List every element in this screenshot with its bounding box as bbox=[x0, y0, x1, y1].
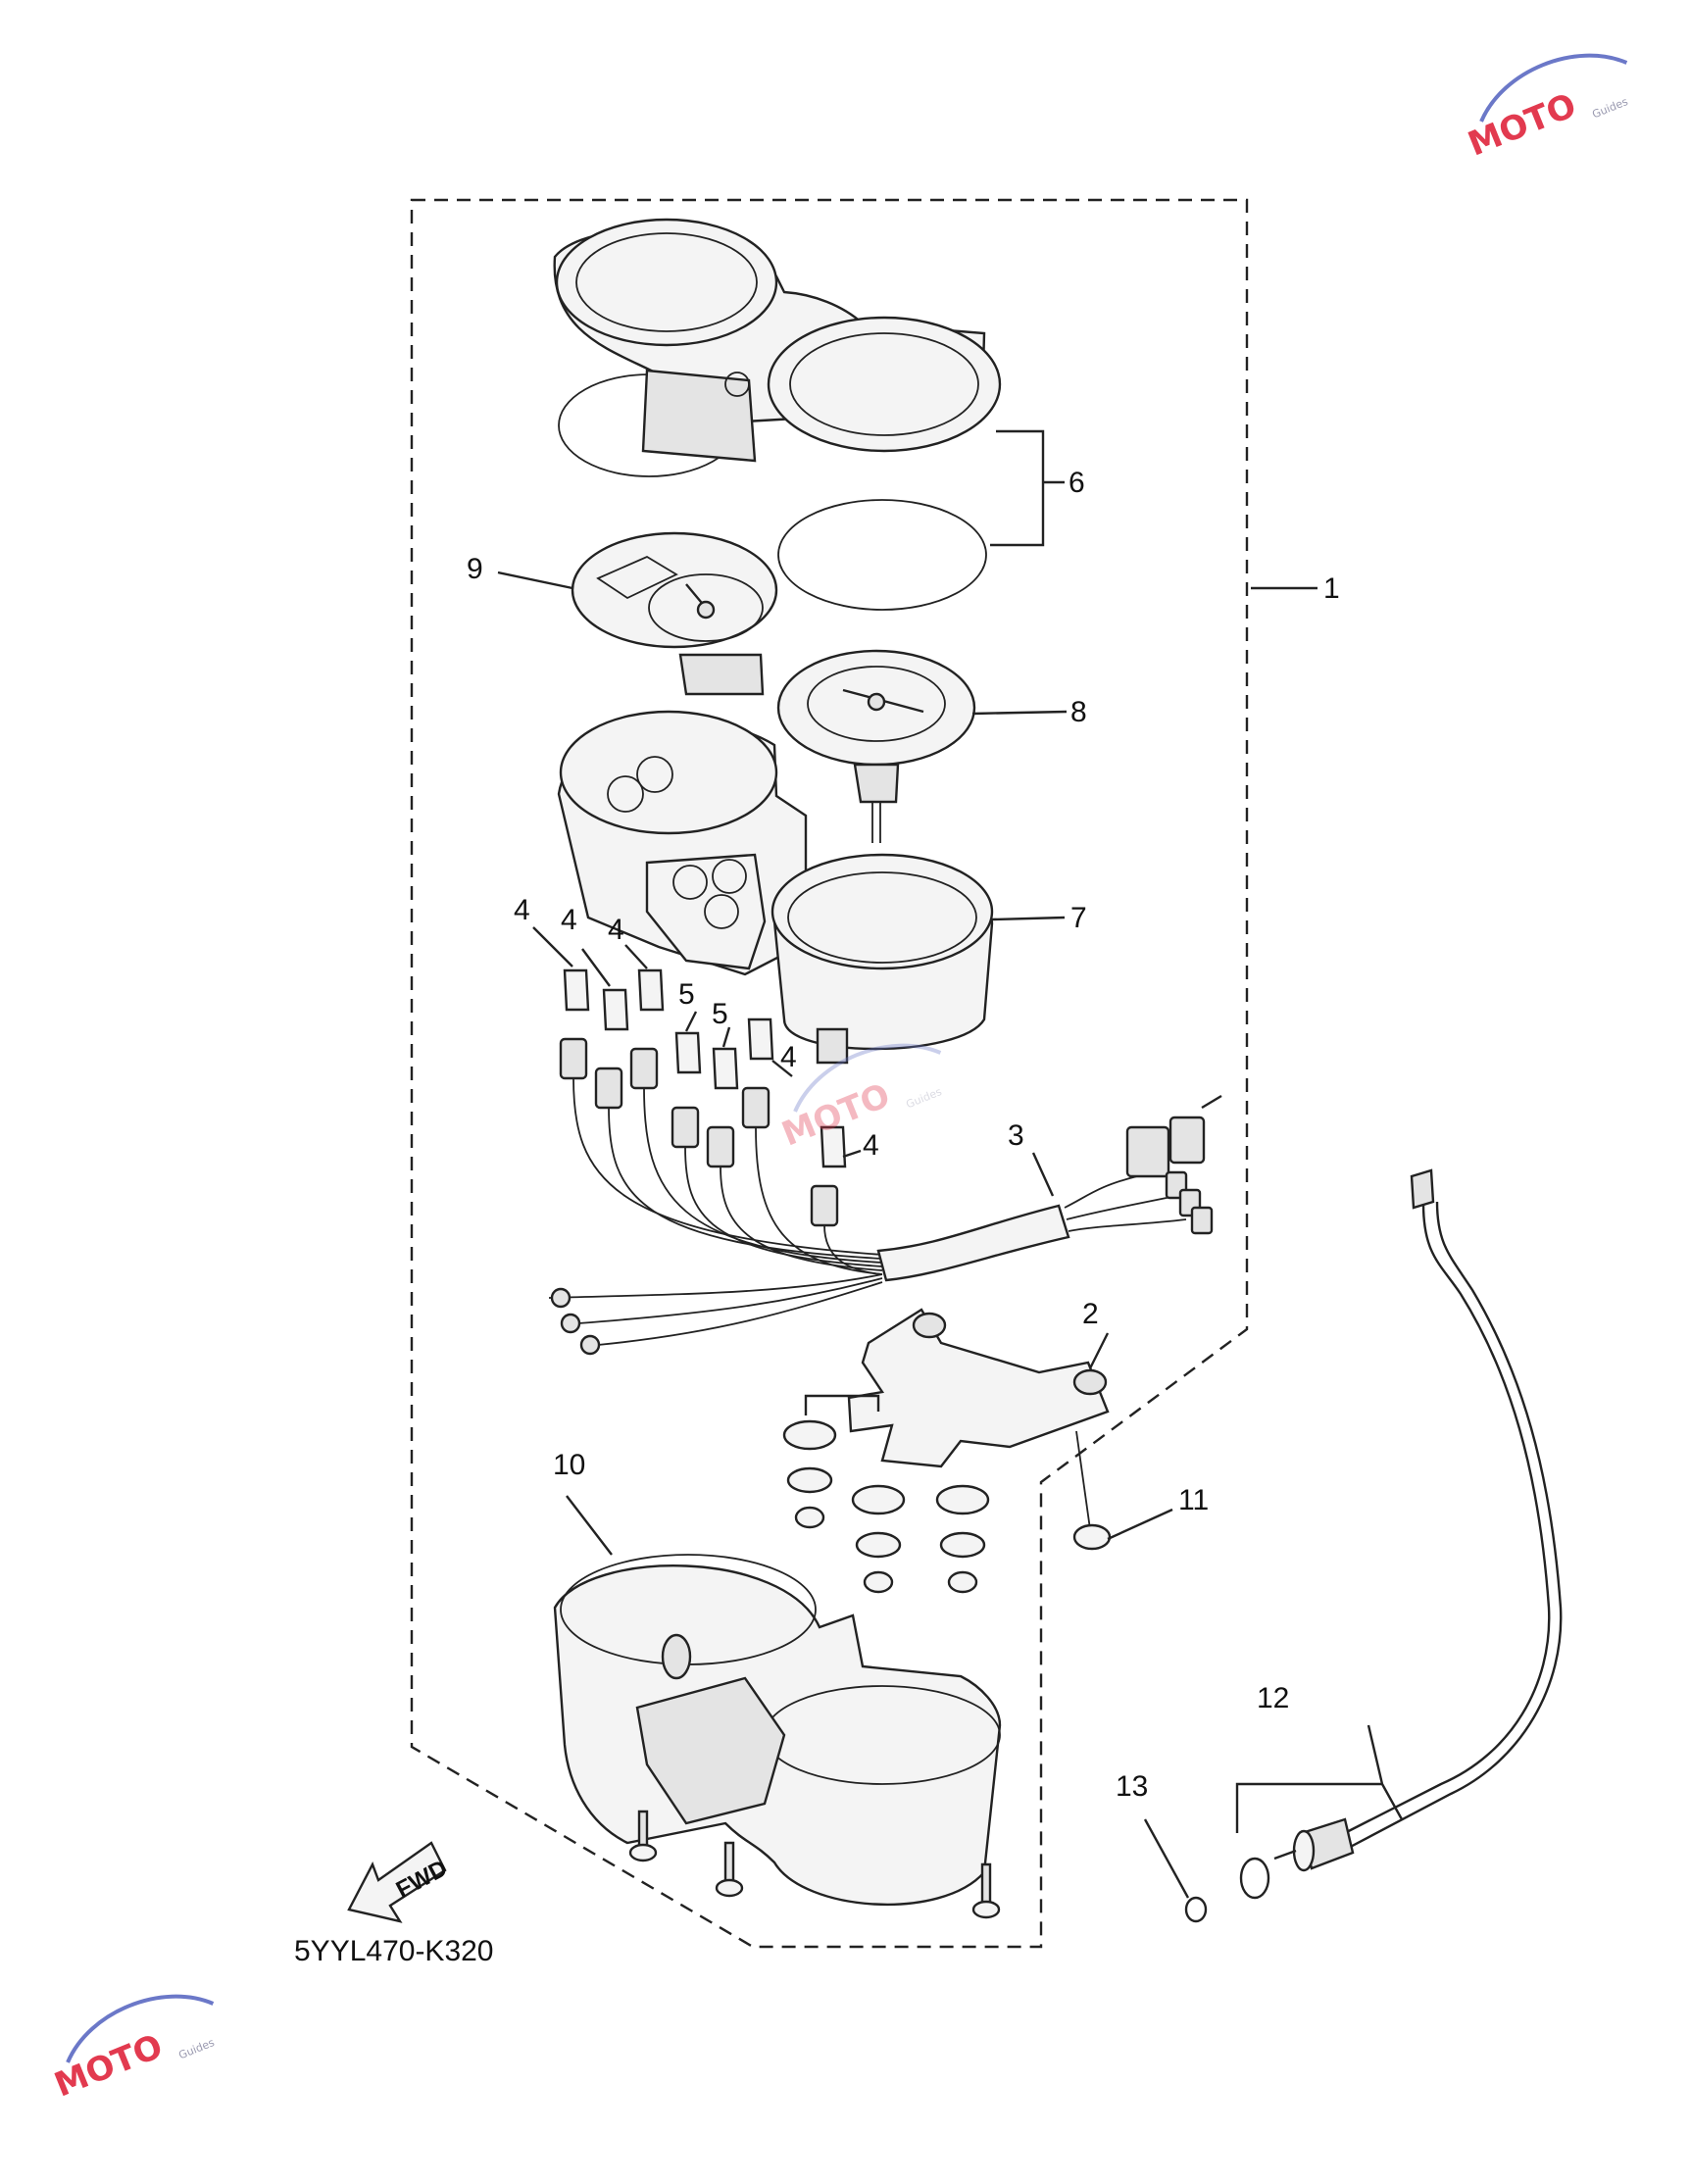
callout-4b: 4 bbox=[561, 904, 577, 936]
callout-11: 11 bbox=[1178, 1484, 1209, 1516]
part-3-wiring-harness bbox=[548, 1077, 1222, 1356]
part-9-tachometer-face bbox=[497, 531, 778, 696]
fwd-arrow-icon: FWD bbox=[347, 1841, 452, 1923]
callout-3: 3 bbox=[1008, 1119, 1024, 1152]
part-4-5-bulbs-and-sockets bbox=[532, 926, 862, 1227]
part-6-meter-bezel bbox=[553, 218, 1065, 611]
callout-4e: 4 bbox=[863, 1129, 879, 1162]
watermark-logo-top: MOTO Guides bbox=[1463, 53, 1630, 165]
svg-text:Guides: Guides bbox=[904, 1085, 943, 1111]
callout-13: 13 bbox=[1116, 1770, 1148, 1803]
part-13-clip bbox=[1143, 1818, 1208, 1923]
callout-5b: 5 bbox=[712, 998, 728, 1030]
callout-6: 6 bbox=[1069, 467, 1085, 499]
screws bbox=[628, 1810, 1001, 1919]
callout-2: 2 bbox=[1082, 1298, 1099, 1330]
svg-text:MOTO: MOTO bbox=[1463, 86, 1581, 165]
svg-text:Guides: Guides bbox=[1590, 95, 1629, 121]
callout-1: 1 bbox=[1323, 572, 1340, 605]
part-8-speedometer-face bbox=[776, 649, 1068, 843]
svg-text:Guides: Guides bbox=[176, 2036, 216, 2061]
part-10-lower-cover bbox=[553, 1495, 1002, 1907]
diagram-code: 5YYL470-K320 bbox=[294, 1935, 494, 1967]
callout-5a: 5 bbox=[678, 978, 695, 1011]
callout-4d: 4 bbox=[780, 1041, 797, 1073]
watermark-logo-bottom: MOTO Guides bbox=[49, 1994, 217, 2106]
part-2-meter-bracket bbox=[847, 1308, 1110, 1468]
part-7-meter-case bbox=[557, 710, 1066, 1065]
assembly-boundary bbox=[410, 198, 1249, 1949]
callout-8: 8 bbox=[1070, 696, 1087, 728]
callout-12: 12 bbox=[1257, 1682, 1289, 1714]
grommets-and-nuts bbox=[782, 1394, 990, 1594]
callout-10: 10 bbox=[553, 1449, 585, 1481]
part-12-speedometer-cable bbox=[1235, 1168, 1563, 1900]
svg-text:MOTO: MOTO bbox=[49, 2027, 168, 2106]
callout-9: 9 bbox=[467, 553, 483, 585]
callout-4a: 4 bbox=[514, 894, 530, 926]
callout-4c: 4 bbox=[608, 914, 624, 946]
part-11-nut bbox=[1072, 1430, 1173, 1551]
callout-7: 7 bbox=[1070, 902, 1087, 934]
